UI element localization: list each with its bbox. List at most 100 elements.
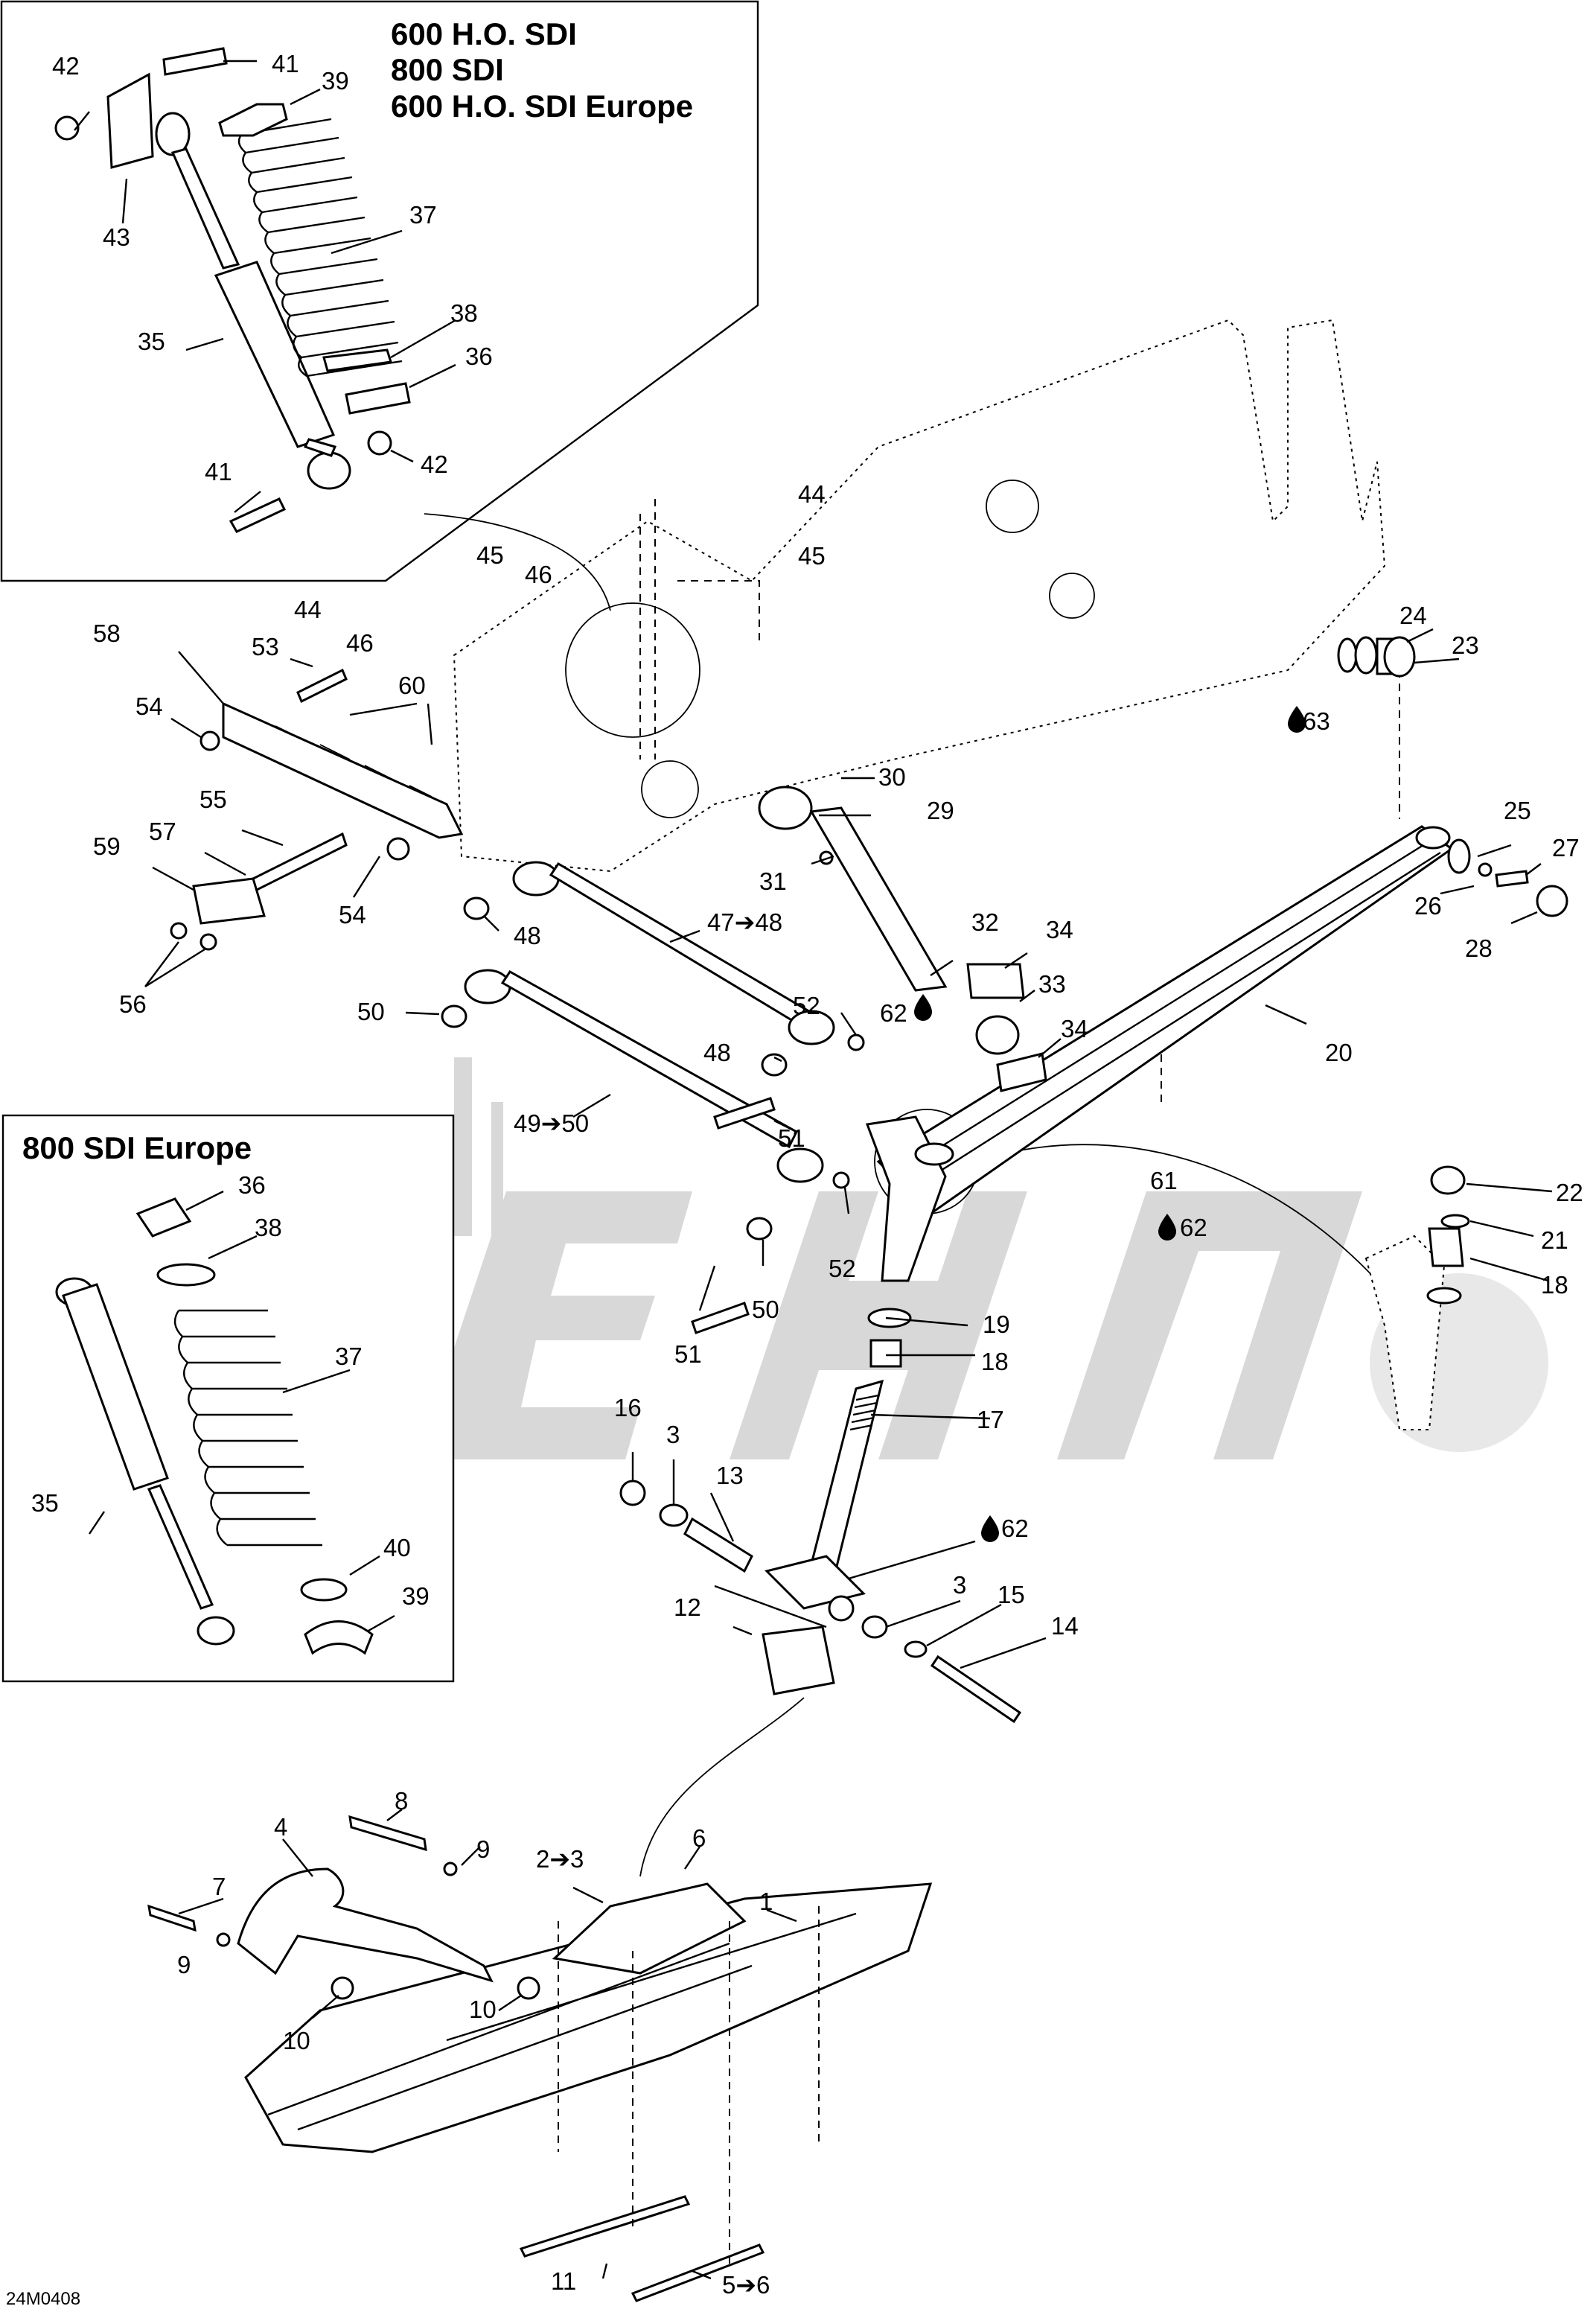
callout-54a: 54 <box>135 692 163 720</box>
callout-12: 12 <box>674 1593 701 1621</box>
callout-34b: 34 <box>1061 1015 1088 1042</box>
callout-38a: 38 <box>450 299 478 327</box>
callout-54b: 54 <box>339 901 366 929</box>
callout-2to3: 2➔3 <box>536 1845 584 1873</box>
callout-32: 32 <box>971 908 999 936</box>
steering-arm <box>758 777 1062 1092</box>
callout-42b: 42 <box>421 450 448 478</box>
callout-27: 27 <box>1552 834 1580 862</box>
callout-45b: 45 <box>798 542 826 570</box>
callout-13: 13 <box>716 1462 744 1489</box>
callout-21: 21 <box>1541 1226 1568 1254</box>
callout-28: 28 <box>1465 934 1493 962</box>
callout-51b: 51 <box>674 1340 702 1368</box>
upper-nut <box>54 115 80 141</box>
spring-stopper <box>218 103 288 137</box>
callout-59: 59 <box>93 832 121 860</box>
callout-16: 16 <box>614 1394 642 1421</box>
inset-top-title-1: 600 H.O. SDI <box>391 16 577 51</box>
spring-retainer-europe <box>300 1578 348 1602</box>
radius-rods <box>405 861 865 1334</box>
lower-bolt <box>229 497 287 533</box>
callout-48a: 48 <box>514 922 541 949</box>
callout-9b: 9 <box>177 1951 191 1978</box>
callout-31: 31 <box>759 867 787 895</box>
callout-29: 29 <box>927 797 954 824</box>
shock-rod <box>147 1484 214 1610</box>
shock-absorber <box>155 112 351 490</box>
callout-11: 11 <box>551 2267 576 2295</box>
pivot-parts <box>1337 628 1460 678</box>
spring <box>237 118 403 378</box>
callout-17: 17 <box>977 1406 1004 1433</box>
inset-bottom: 800 SDI Europe <box>1 1114 455 1683</box>
callout-22: 22 <box>1556 1179 1583 1206</box>
spring-europe <box>173 1309 322 1547</box>
callout-35a: 35 <box>138 328 165 355</box>
callout-56: 56 <box>119 990 147 1018</box>
callout-9a: 9 <box>476 1835 490 1863</box>
callout-14: 14 <box>1051 1612 1079 1640</box>
callout-39a: 39 <box>322 67 349 95</box>
callout-57: 57 <box>149 818 176 845</box>
inset-top: 600 H.O. SDI 800 SDI 600 H.O. SDI Europe <box>0 0 759 582</box>
upper-bolt <box>162 47 228 76</box>
spring-seat-europe <box>156 1263 216 1287</box>
callout-33: 33 <box>1038 970 1066 998</box>
callout-37b: 37 <box>335 1343 363 1370</box>
spindle-detail <box>1364 1165 1553 1430</box>
callout-6: 6 <box>692 1824 706 1852</box>
callout-46b: 46 <box>346 629 374 657</box>
callout-labels: 1 2➔3 3 3 4 5➔6 6 7 8 9 9 10 10 11 12 13… <box>31 50 1583 2299</box>
left-bracket <box>144 651 464 988</box>
callout-62b: 62 <box>1180 1214 1207 1241</box>
spring-seat <box>322 348 392 372</box>
callout-62c: 62 <box>1001 1515 1029 1542</box>
callout-7: 7 <box>212 1873 226 1900</box>
callout-49to50: 49➔50 <box>514 1109 589 1137</box>
ski-reinforcement <box>552 1882 747 1975</box>
callout-44a: 44 <box>798 480 826 508</box>
callout-60: 60 <box>398 672 426 699</box>
callout-25: 25 <box>1504 797 1531 824</box>
callout-50a: 50 <box>357 998 385 1025</box>
callout-48b: 48 <box>703 1039 731 1066</box>
lower-nut <box>367 430 392 456</box>
callout-18b: 18 <box>1541 1271 1568 1299</box>
callout-34a: 34 <box>1046 916 1073 943</box>
callout-52a: 52 <box>793 992 820 1019</box>
callout-3b: 3 <box>953 1571 966 1599</box>
callout-37a: 37 <box>409 201 437 229</box>
trailing-arm <box>876 825 1568 1215</box>
callout-20: 20 <box>1325 1039 1353 1066</box>
callout-53: 53 <box>252 633 279 660</box>
callout-10a: 10 <box>283 2027 310 2054</box>
ski-handle <box>237 1867 494 1983</box>
callout-41a: 41 <box>272 50 299 77</box>
ski-assembly <box>147 1697 933 2302</box>
callout-5to6: 5➔6 <box>722 2271 770 2299</box>
callout-45a: 45 <box>476 541 504 569</box>
callout-46a: 46 <box>525 561 552 588</box>
callout-8: 8 <box>395 1787 408 1815</box>
callout-51a: 51 <box>778 1124 805 1152</box>
callout-38b: 38 <box>255 1214 282 1241</box>
callout-42a: 42 <box>52 52 80 80</box>
callout-41b: 41 <box>205 458 232 485</box>
inset-top-title-3: 600 H.O. SDI Europe <box>391 89 693 124</box>
callout-58: 58 <box>93 620 121 647</box>
callout-50b: 50 <box>752 1296 779 1323</box>
callout-62a: 62 <box>880 999 907 1027</box>
callout-36a: 36 <box>465 343 493 370</box>
callout-1: 1 <box>759 1888 773 1915</box>
callout-61: 61 <box>1150 1167 1178 1194</box>
callout-15: 15 <box>998 1581 1025 1608</box>
spring-adjuster <box>345 382 411 415</box>
callout-43: 43 <box>103 223 130 251</box>
inset-bottom-title: 800 SDI Europe <box>22 1130 252 1165</box>
inset-top-title-2: 800 SDI <box>391 52 504 87</box>
shock-body <box>62 1283 169 1491</box>
callout-30: 30 <box>878 763 906 791</box>
callout-3a: 3 <box>666 1421 680 1448</box>
callout-55: 55 <box>200 786 227 813</box>
